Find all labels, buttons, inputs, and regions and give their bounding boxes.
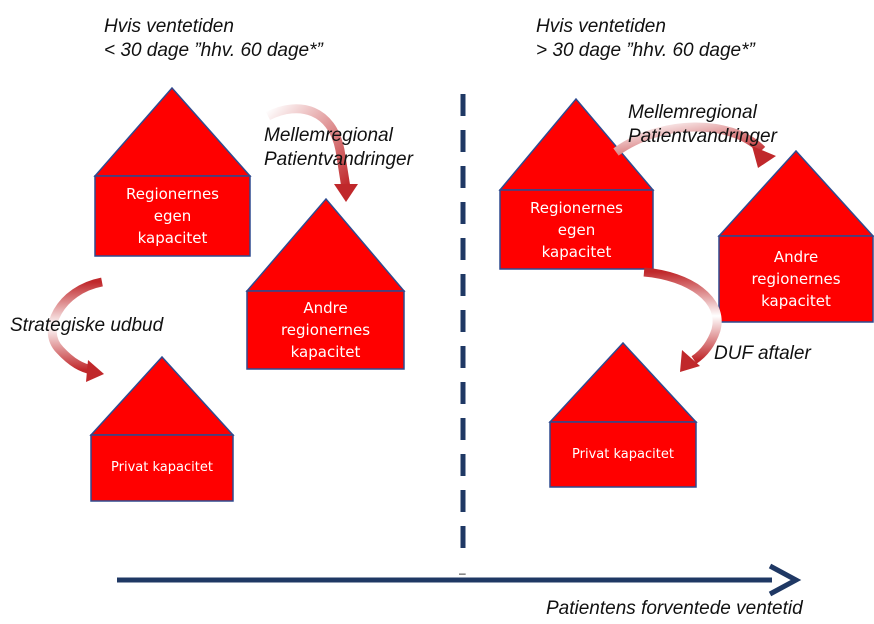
left-private-label: Privat kapacitet <box>111 460 213 475</box>
left-own-label: Regionernes egen kapacitet <box>95 176 250 256</box>
arrow-left-migration <box>265 104 358 202</box>
house-left-private <box>89 355 235 502</box>
right-own-line1: Regionernes <box>529 198 624 217</box>
left-other-line3: kapacitet <box>290 343 361 361</box>
left-own-line1: Regionernes <box>125 185 220 203</box>
left-other-line1: Andre <box>303 299 348 317</box>
arrow-right-migration <box>613 122 776 168</box>
left-condition-line1: Hvis ventetiden <box>104 16 234 37</box>
axis-arrow <box>117 563 802 597</box>
house-right-own <box>498 97 655 270</box>
left-other-line2: regionernes <box>280 321 371 339</box>
right-condition-line1: Hvis ventetiden <box>536 16 666 37</box>
left-migration-line1: Mellemregional <box>264 125 393 146</box>
house-left-other <box>245 197 406 370</box>
left-other-label: Andre regionernes kapacitet <box>247 291 404 369</box>
right-condition-line2: > 30 dage ”hhv. 60 dage*” <box>536 40 755 61</box>
right-other-line2: regionernes <box>751 270 841 288</box>
left-own-line2: egen <box>153 207 192 225</box>
house-right-private <box>548 341 698 488</box>
right-own-line3: kapacitet <box>541 242 612 261</box>
left-condition-line2: < 30 dage ”hhv. 60 dage*” <box>104 40 323 61</box>
left-migration-label: Mellemregional Patientvandringer <box>264 124 413 172</box>
right-other-line1: Andre <box>773 248 819 266</box>
right-migration-line1: Mellemregional <box>628 102 757 123</box>
right-migration-line2: Patientvandringer <box>628 126 777 147</box>
axis-tick-label: – <box>459 566 466 580</box>
arrow-right-duf <box>643 267 722 372</box>
right-other-line3: kapacitet <box>761 292 831 310</box>
right-other-label: Andre regionernes kapacitet <box>719 236 873 322</box>
right-private-label: Privat kapacitet <box>572 446 674 462</box>
house-left-own <box>93 86 252 257</box>
left-condition: Hvis ventetiden < 30 dage ”hhv. 60 dage*… <box>104 15 323 63</box>
right-condition: Hvis ventetiden > 30 dage ”hhv. 60 dage*… <box>536 15 755 63</box>
right-own-line2: egen <box>557 220 596 239</box>
axis-label: Patientens forventede ventetid <box>546 598 803 619</box>
arrow-left-strategic <box>47 277 104 382</box>
right-duf-label: DUF aftaler <box>714 343 811 364</box>
house-right-other <box>717 149 874 323</box>
left-own-line3: kapacitet <box>137 229 208 247</box>
left-migration-line2: Patientvandringer <box>264 149 413 170</box>
left-strategic-label: Strategiske udbud <box>10 315 164 336</box>
right-migration-label: Mellemregional Patientvandringer <box>628 101 777 149</box>
right-own-label: Regionernes egen kapacitet <box>500 190 653 269</box>
